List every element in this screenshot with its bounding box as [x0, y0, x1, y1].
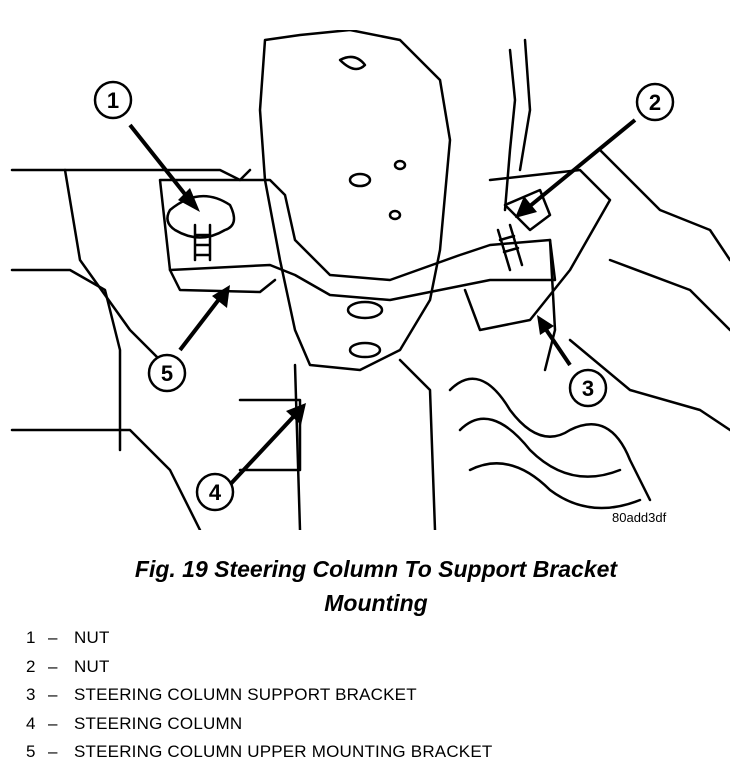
right-panel-3	[568, 338, 730, 432]
legend-item: 2–NUT	[26, 657, 492, 686]
leader-1	[128, 123, 190, 200]
right-panel	[598, 148, 730, 262]
nut-1-washer	[166, 194, 236, 239]
leader-3	[543, 326, 572, 367]
legend-dash: –	[48, 628, 58, 647]
column-slot-top	[338, 55, 367, 71]
legend-item: 5–STEERING COLUMN UPPER MOUNTING BRACKET	[26, 742, 492, 771]
callout-3-circle	[568, 368, 608, 408]
callout-2-label: 2	[649, 90, 661, 115]
legend-dash: –	[48, 685, 58, 704]
column-hole-1	[348, 172, 372, 188]
legend-item: 1–NUT	[26, 628, 492, 657]
legend-text: STEERING COLUMN	[74, 713, 243, 733]
support-bracket	[463, 168, 612, 332]
callout-2-circle	[635, 82, 675, 122]
callout-4-circle	[195, 472, 235, 512]
column-hole-3	[388, 209, 402, 221]
legend-number: 4	[26, 713, 36, 733]
callout-1-circle	[93, 80, 133, 120]
callout-3-label: 3	[582, 376, 594, 401]
arrowhead-2	[515, 196, 537, 218]
wire-harness-1	[503, 48, 517, 212]
legend-text: STEERING COLUMN UPPER MOUNTING BRACKET	[74, 742, 493, 761]
leader-2	[528, 118, 637, 208]
legend-dash: –	[48, 656, 58, 676]
leader-5	[178, 296, 222, 352]
nut-1-stud	[193, 223, 212, 262]
support-bracket-edge	[543, 238, 557, 372]
dash-panel-left	[10, 168, 252, 182]
figure-code: 80add3df	[612, 510, 667, 525]
legend-dash: –	[48, 742, 58, 761]
legend-number: 2	[26, 656, 36, 676]
legend-text: STEERING COLUMN SUPPORT BRACKET	[74, 685, 417, 704]
legend-text: NUT	[74, 628, 110, 647]
wire-bundle-3	[468, 462, 642, 510]
wire-bundle-2	[458, 417, 622, 478]
lower-housing	[238, 398, 302, 472]
column-hole-2	[393, 159, 407, 171]
legend-dash: –	[48, 713, 58, 733]
dash-left-edge	[10, 268, 122, 452]
left-shroud	[63, 168, 162, 362]
arrowhead-4	[286, 403, 306, 425]
figure-caption-line2: Mounting	[324, 590, 428, 616]
legend-number: 5	[26, 742, 36, 761]
wire-bundle	[448, 377, 652, 502]
legend-number: 1	[26, 628, 36, 647]
lower-column	[293, 363, 302, 530]
left-outline	[10, 428, 202, 530]
nut-2-hardware	[503, 188, 552, 232]
legend-item: 4–STEERING COLUMN	[26, 714, 492, 743]
figure-caption-line1: Fig. 19 Steering Column To Support Brack…	[134, 556, 618, 582]
nut-2-stud	[496, 223, 524, 272]
leader-4	[223, 413, 297, 492]
callout-5-label: 5	[161, 361, 173, 386]
upper-mounting-bracket	[158, 178, 557, 302]
arrowhead-5	[212, 285, 230, 308]
legend-list: 1–NUT 2–NUT 3–STEERING COLUMN SUPPORT BR…	[26, 628, 492, 771]
right-panel-2	[608, 258, 730, 332]
wire-harness-2	[518, 38, 532, 172]
steering-column-illustration: 1 2 3 4 5	[10, 30, 730, 530]
column-hole-5	[348, 341, 382, 359]
legend-item: 3–STEERING COLUMN SUPPORT BRACKET	[26, 685, 492, 714]
legend-number: 3	[26, 685, 36, 704]
arrowhead-1	[178, 188, 200, 212]
column-tube	[258, 30, 452, 372]
lower-column-right	[398, 358, 437, 530]
callout-5-circle	[147, 353, 187, 393]
legend-text: NUT	[74, 656, 110, 676]
bracket-flange	[168, 268, 277, 294]
callout-4-label: 4	[209, 480, 222, 505]
callout-1-label: 1	[107, 88, 119, 113]
arrowhead-3	[537, 315, 554, 335]
column-hole-4	[346, 300, 384, 320]
